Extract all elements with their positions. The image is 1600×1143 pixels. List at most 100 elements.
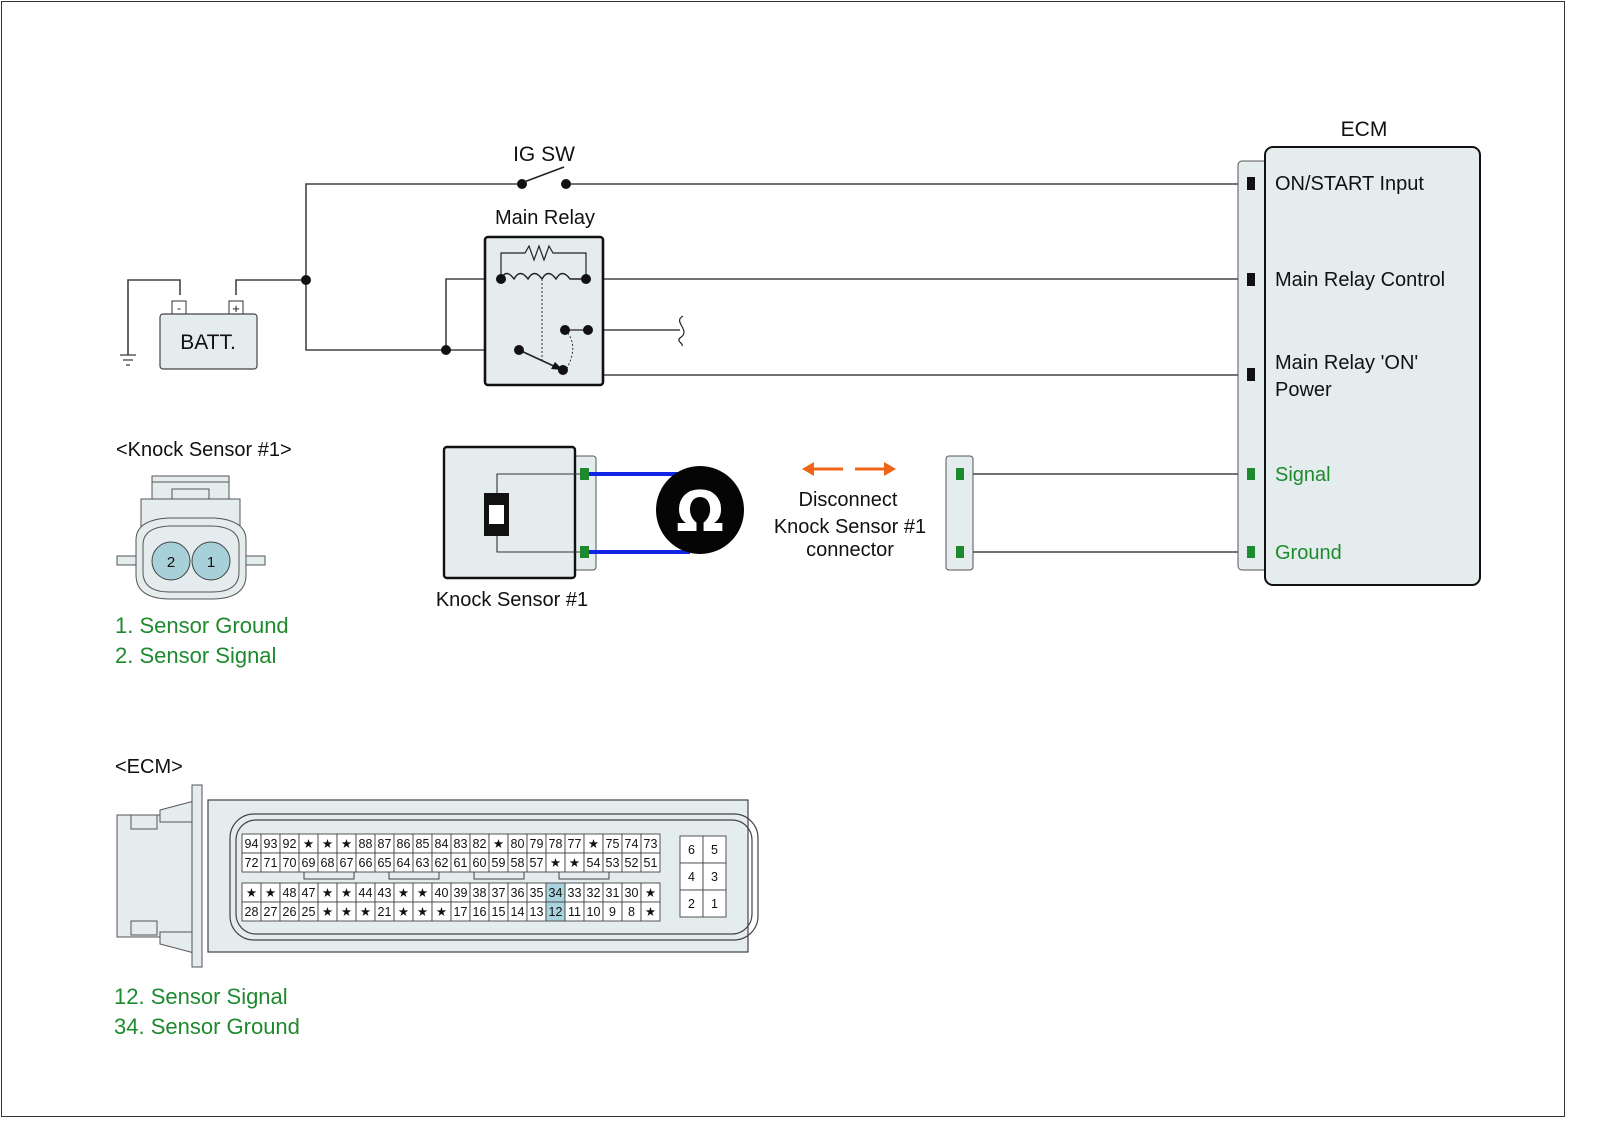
ecm-pin-label: 86	[397, 837, 411, 851]
ecm-pin-label: 34	[549, 886, 563, 900]
ecm-pin-label: 59	[492, 856, 506, 870]
ecm-small-pin-label: 6	[688, 843, 695, 857]
ecm-pin-label: 60	[473, 856, 487, 870]
ecm-pin-label: 16	[473, 905, 487, 919]
disconnect-text-3: connector	[806, 539, 894, 561]
ecm-pin-label: 43	[378, 886, 392, 900]
ecm-pin-label: 74	[625, 837, 639, 851]
ecm-small-pin-label: 4	[688, 870, 695, 884]
ecm-pin-label: 38	[473, 886, 487, 900]
ecm-title: ECM	[1341, 118, 1388, 141]
ecm-connector-title: <ECM>	[115, 756, 183, 778]
ecm-pin-label: 15	[492, 905, 506, 919]
knock-pin-2	[151, 541, 191, 581]
wire-break-icon	[678, 315, 685, 347]
ecm-pin-label: 13	[530, 905, 544, 919]
ecm-pin-label: 84	[435, 837, 449, 851]
battery-pos-label: +	[232, 301, 240, 316]
ecm-pin-label: 72	[245, 856, 259, 870]
relay-resistor-icon	[500, 244, 587, 279]
battery: - + BATT.	[159, 300, 258, 370]
ecm-terminal-relay-control	[1247, 273, 1255, 286]
ecm-pin-label: 92	[283, 837, 297, 851]
knock-legend-1: 1. Sensor Ground	[115, 613, 289, 638]
ecm-pin-label: 73	[644, 837, 658, 851]
ecm-pin-label: ★	[322, 886, 333, 900]
harness-terminal	[956, 546, 964, 558]
ecm-legend-1: 12. Sensor Signal	[114, 984, 288, 1009]
ecm-pin-label: 10	[587, 905, 601, 919]
ecm-pin-label: 71	[264, 856, 278, 870]
ecm-pin-label: 66	[359, 856, 373, 870]
ecm-pin-label: 33	[568, 886, 582, 900]
knock-sensor-body	[442, 445, 577, 580]
ecm-pin-label: 9	[609, 905, 616, 919]
ecm-pin-label: 93	[264, 837, 278, 851]
ecm-pin-label: ★	[436, 905, 447, 919]
ecm-pin-cell	[640, 852, 661, 873]
ecm-pin-label-relay-power-2: Power	[1275, 379, 1332, 401]
ecm-pin-label: 58	[511, 856, 525, 870]
battery-body	[159, 313, 258, 370]
ecm-pin-label: ★	[360, 905, 371, 919]
relay-coil-icon	[500, 272, 586, 281]
ecm-block: ECM ON/START Input Main Relay Control Ma…	[1237, 118, 1481, 586]
ecm-pin-label: 30	[625, 886, 639, 900]
battery-neg-label: -	[177, 301, 181, 315]
ecm-pin-label: 40	[435, 886, 449, 900]
knock-sensor: Knock Sensor #1	[436, 445, 597, 611]
ecm-pin-label: 35	[530, 886, 544, 900]
ecm-pin-label: 78	[549, 837, 563, 851]
ecm-pin-label: ★	[417, 886, 428, 900]
disconnect-text-1: Disconnect	[799, 489, 898, 511]
ecm-pin-label: ★	[246, 886, 257, 900]
ecm-pin-label: 85	[416, 837, 430, 851]
ecm-pin-label: ★	[303, 837, 314, 851]
wire-relay-to-ecm-power	[587, 330, 1246, 376]
ecm-pin-label: ★	[645, 886, 656, 900]
knock-connector-title: <Knock Sensor #1>	[116, 439, 292, 461]
ecm-pin-label: 48	[283, 886, 297, 900]
wire-relay-coil-feed	[445, 278, 500, 350]
ecm-connector-strip	[1237, 160, 1269, 571]
ecm-pin-label: 28	[245, 905, 259, 919]
ecm-pin-label: 31	[606, 886, 620, 900]
ecm-pin-label: 14	[511, 905, 525, 919]
ecm-pin-label: ★	[417, 905, 428, 919]
ohmmeter-icon	[656, 466, 744, 554]
ecm-pin-label: 26	[283, 905, 297, 919]
knock-pin-1	[191, 541, 231, 581]
ecm-pin-label: 8	[628, 905, 635, 919]
ecm-pin-label: 12	[549, 905, 563, 919]
ecm-pin-label: 27	[264, 905, 278, 919]
wire-junction-to-igsw	[305, 183, 522, 280]
ecm-pin-label: ★	[265, 886, 276, 900]
ecm-pin-label: ★	[341, 886, 352, 900]
ecm-terminal-ground	[1247, 546, 1255, 558]
knock-pin-2-label: 2	[167, 554, 175, 571]
ecm-pin-label: 39	[454, 886, 468, 900]
disconnect-text-2: Knock Sensor #1	[774, 516, 926, 538]
ecm-pin-label-ground: Ground	[1275, 542, 1342, 564]
ecm-pin-label: ★	[588, 837, 599, 851]
wire-batt-negative	[127, 279, 181, 355]
harness-terminal	[956, 468, 964, 480]
ecm-pin-label: ★	[322, 905, 333, 919]
ecm-pin-label: 67	[340, 856, 354, 870]
ecm-pin-label: 63	[416, 856, 430, 870]
main-relay: Main Relay	[483, 207, 605, 387]
ohmmeter: Ω	[589, 466, 744, 554]
ecm-pin-label: ★	[493, 837, 504, 851]
ecm-small-pin-label: 5	[711, 843, 718, 857]
ecm-pin-label: 79	[530, 837, 544, 851]
ecm-pin-label: 68	[321, 856, 335, 870]
ecm-pin-label: 61	[454, 856, 468, 870]
ecm-pin-label: ★	[341, 905, 352, 919]
ecm-pin-label: 11	[568, 905, 581, 919]
ecm-small-pin-cell	[702, 889, 727, 918]
ecm-pin-label: ★	[398, 886, 409, 900]
ecm-pin-label: ★	[398, 905, 409, 919]
ecm-small-pin-label: 2	[688, 897, 695, 911]
knock-pin-1-label: 1	[207, 554, 215, 571]
